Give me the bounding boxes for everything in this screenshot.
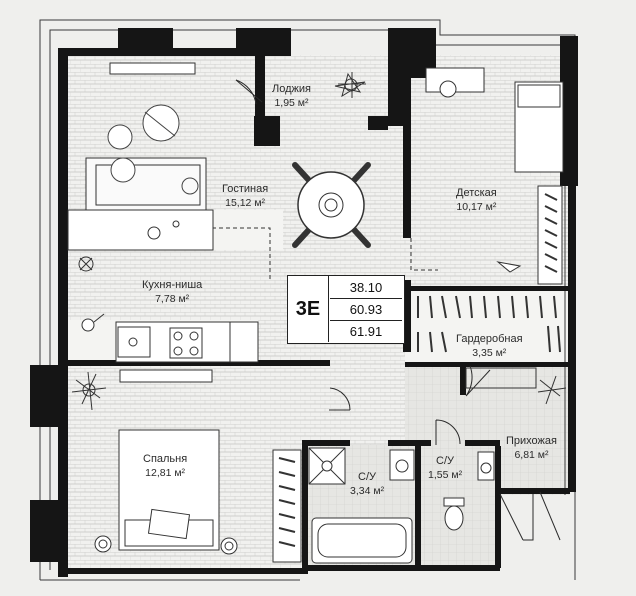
room-area: 12,81 м²	[145, 467, 186, 479]
coffee-tables	[107, 104, 180, 150]
room-name: С/У	[358, 471, 377, 483]
room-area: 1,55 м²	[428, 469, 463, 481]
room-label-bath2: С/У 1,55 м²	[428, 454, 462, 482]
room-area: 3,34 м²	[350, 485, 385, 497]
room-label-kitchen: Кухня-ниша 7,78 м²	[142, 278, 202, 306]
room-label-loggia: Лоджия 1,95 м²	[272, 82, 311, 110]
dining-table	[292, 162, 371, 248]
bedroom-wardrobe-lines	[278, 457, 296, 547]
kids-wardrobe-lines	[544, 193, 558, 273]
room-name: Гостиная	[222, 183, 269, 195]
room-area: 3,35 м²	[472, 347, 507, 359]
room-label-living: Гостиная 15,12 м²	[222, 182, 268, 210]
walls	[30, 28, 578, 577]
living-area-value: 38.10	[330, 276, 402, 299]
bath-fixtures	[308, 447, 495, 564]
room-name: Лоджия	[272, 83, 311, 95]
room-area: 7,78 м²	[155, 293, 190, 305]
room-name: С/У	[436, 455, 455, 467]
kitchen-island	[67, 209, 214, 251]
kitchen-counter	[81, 313, 259, 363]
room-area: 6,81 м²	[514, 449, 549, 461]
room-label-hall: Прихожая 6,81 м²	[506, 434, 557, 462]
room-name: Кухня-ниша	[142, 279, 203, 291]
room-area: 10,17 м²	[456, 201, 497, 213]
unit-type-code: 3E	[288, 276, 329, 342]
room-name: Гардеробная	[456, 333, 523, 345]
hall-cabinet	[465, 367, 537, 389]
room-label-bath1: С/У 3,34 м²	[350, 470, 384, 498]
room-name: Детская	[456, 187, 497, 199]
plants	[71, 72, 567, 411]
room-label-wardrobe: Гардеробная 3,35 м²	[456, 332, 523, 360]
total-area-value: 60.93	[330, 298, 402, 321]
room-name: Прихожая	[506, 435, 557, 447]
bedroom-furniture	[94, 369, 302, 563]
sofa	[85, 157, 207, 211]
total-area-with-loggia-value: 61.91	[349, 323, 383, 339]
doors	[235, 79, 561, 541]
unit-info-box: 3E 38.10 60.93 61.91	[287, 275, 405, 344]
tv-unit	[109, 62, 196, 75]
room-area: 15,12 м²	[225, 197, 266, 209]
armchair	[110, 157, 199, 195]
room-area: 1,95 м²	[274, 97, 309, 109]
room-name: Спальня	[143, 453, 188, 465]
room-label-bedroom: Спальня 12,81 м²	[143, 452, 187, 480]
wardrobe-hangers	[417, 295, 561, 353]
room-label-kids: Детская 10,17 м²	[456, 186, 497, 214]
